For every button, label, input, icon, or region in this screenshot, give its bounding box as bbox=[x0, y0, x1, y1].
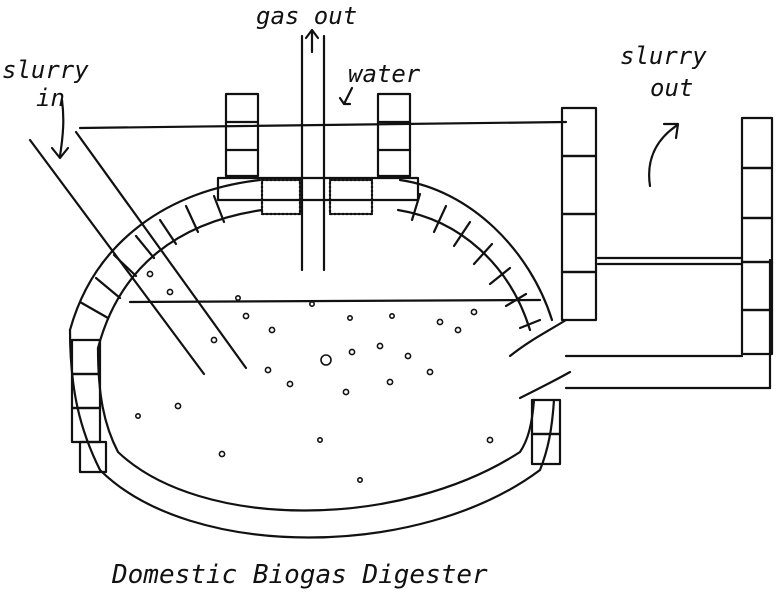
diagram-title: Domestic Biogas Digester bbox=[112, 560, 488, 590]
inlet-pipe bbox=[28, 98, 248, 376]
slurry-out-arrow bbox=[648, 122, 680, 188]
slurry-level bbox=[128, 298, 542, 304]
digester-outer-wall bbox=[68, 328, 556, 539]
right-lower-wall-bricks bbox=[530, 398, 562, 466]
dome-outer-right bbox=[398, 178, 554, 322]
dome-inner-right bbox=[396, 208, 532, 332]
label-gas-out: gas out bbox=[256, 2, 358, 30]
label-slurry-in-line2: in bbox=[36, 84, 65, 112]
outlet-channel bbox=[508, 258, 772, 400]
water-arrow bbox=[338, 86, 354, 106]
slurry-bubbles bbox=[135, 270, 494, 483]
label-slurry-out-line1: slurry bbox=[620, 42, 707, 70]
outlet-tank bbox=[560, 106, 774, 356]
left-wall-bricks bbox=[70, 194, 226, 474]
label-slurry-in-line1: slurry bbox=[2, 56, 89, 84]
gas-outlet-pipe bbox=[300, 28, 326, 272]
digester-inner-wall bbox=[96, 346, 536, 512]
dome-inner bbox=[96, 208, 264, 350]
label-slurry-out-line2: out bbox=[650, 74, 694, 102]
dome-outer bbox=[68, 178, 262, 332]
label-water: water bbox=[348, 60, 421, 88]
neck-chamber bbox=[216, 92, 420, 216]
right-dome-bricks bbox=[410, 192, 542, 330]
